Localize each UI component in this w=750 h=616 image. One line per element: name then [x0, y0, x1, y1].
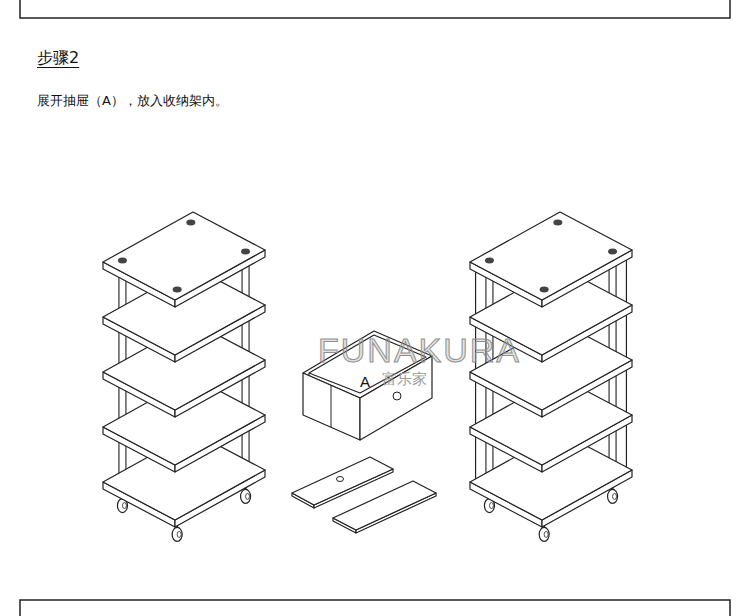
- watermark: FUNAKURA: [318, 330, 521, 371]
- box-side: [303, 373, 360, 440]
- drawer-handle: [393, 392, 401, 400]
- post-hole: [241, 248, 250, 254]
- frame-bottom: [20, 600, 730, 616]
- post-hole: [608, 248, 617, 254]
- post-hole: [540, 286, 549, 292]
- caster-hub: [544, 531, 548, 537]
- watermark: 富乐家: [382, 370, 427, 388]
- caster-hub: [613, 493, 617, 499]
- post-hole: [186, 220, 195, 226]
- shelf-board: [103, 212, 265, 300]
- handle-hole: [337, 477, 344, 482]
- step-title: 步骤2: [37, 48, 79, 67]
- panel: [333, 481, 436, 530]
- instruction-text: 展开抽屉（A），放入收纳架内。: [37, 93, 228, 109]
- caster-wheel: [539, 527, 549, 541]
- part-letter: A: [360, 373, 370, 391]
- post-hole: [553, 220, 562, 226]
- caster-hub: [177, 531, 181, 537]
- post-hole: [173, 286, 182, 292]
- empty-rack: [103, 212, 265, 541]
- shelf-board: [470, 212, 632, 300]
- flat-panels: [292, 457, 436, 533]
- rack-with-drawers: [470, 212, 632, 541]
- post-hole: [485, 258, 494, 264]
- post-hole: [118, 258, 127, 264]
- caster-wheel: [172, 527, 182, 541]
- caster-hub: [489, 503, 493, 509]
- frame-top: [20, 0, 730, 18]
- caster-wheel: [608, 489, 618, 503]
- box-fold: [331, 385, 332, 427]
- caster-wheel: [241, 489, 251, 503]
- caster-hub: [246, 493, 250, 499]
- caster-hub: [122, 503, 126, 509]
